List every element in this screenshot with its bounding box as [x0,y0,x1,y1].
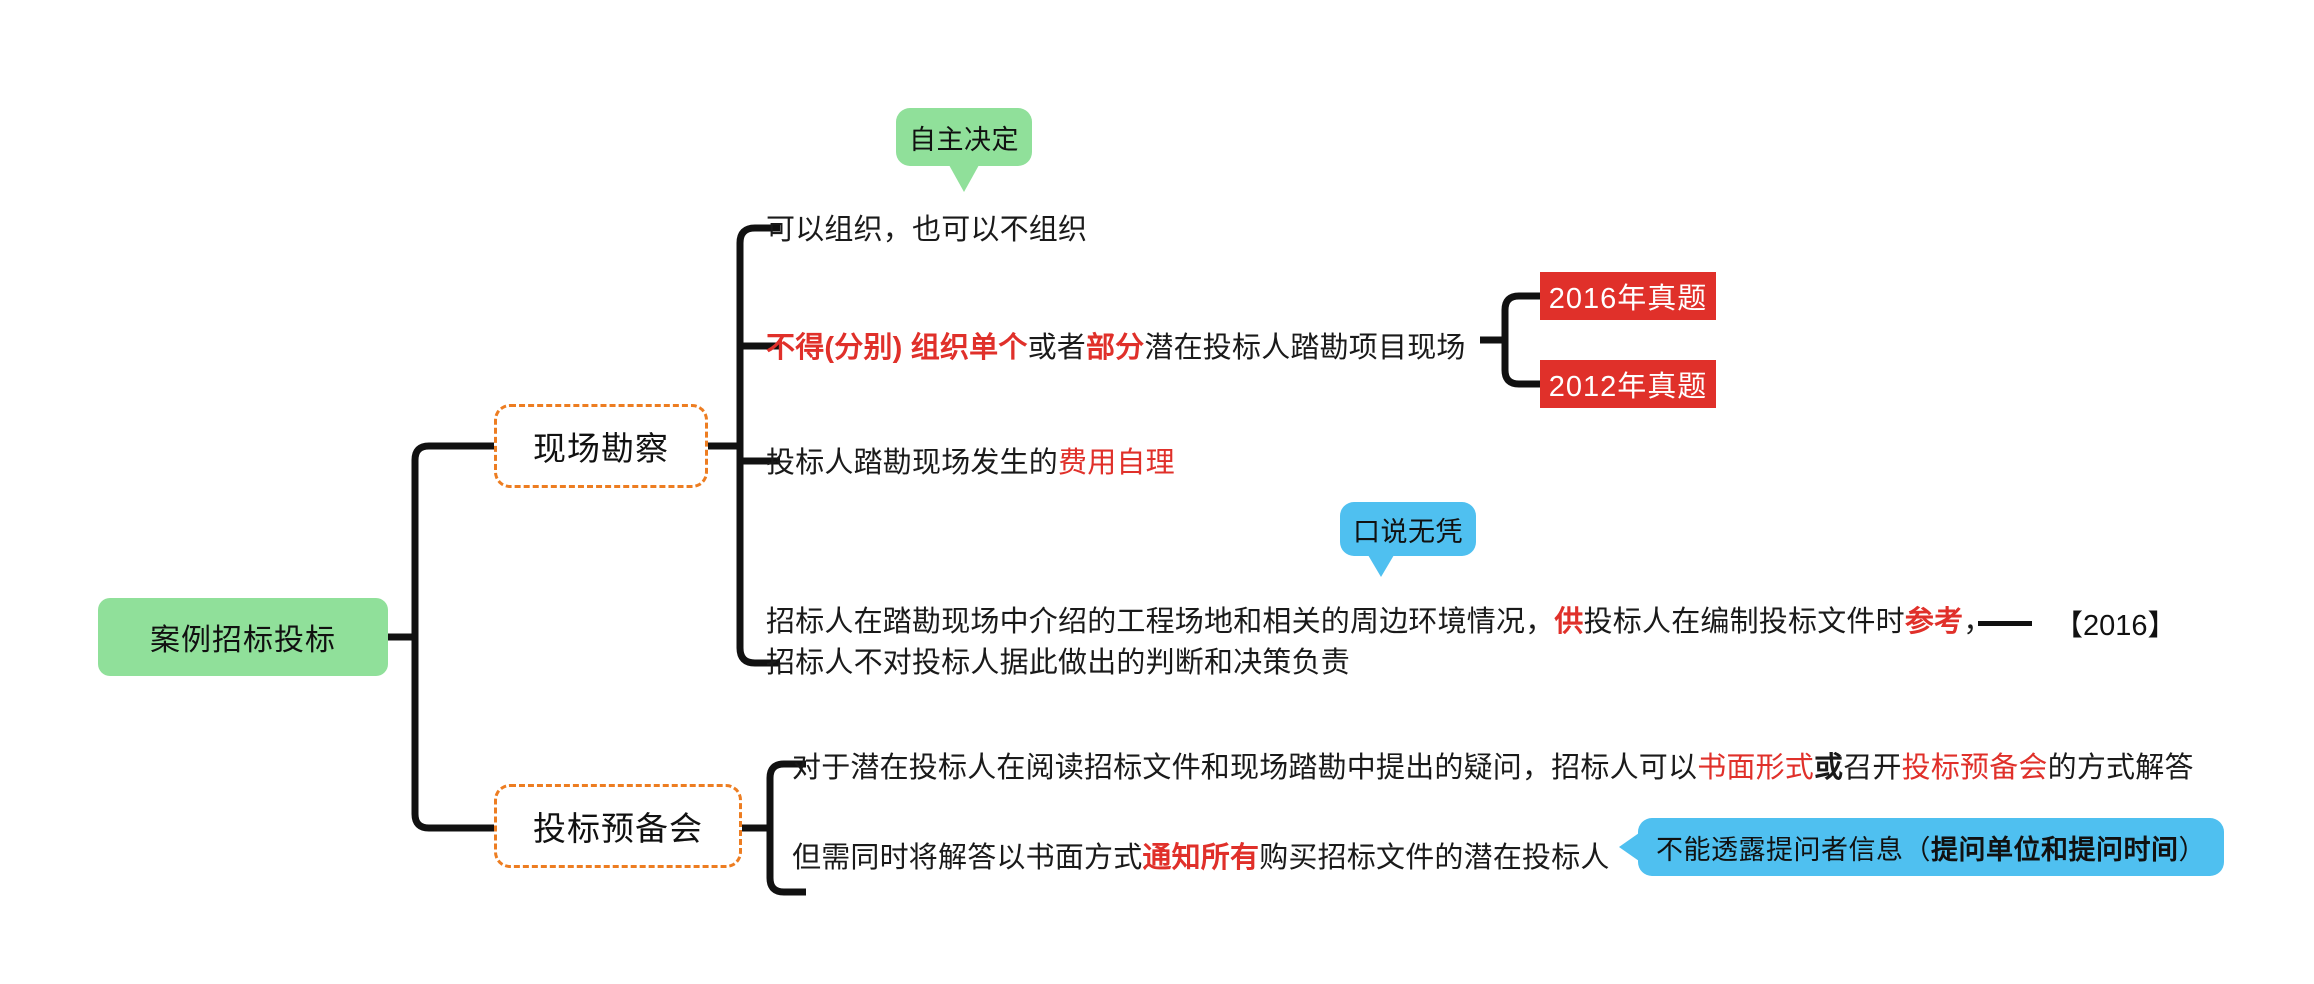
chip-label: 2012年真题 [1548,371,1708,403]
bubble-verbal-no-proof[interactable]: 口说无凭 [1340,502,1476,577]
branch-node-site-survey[interactable]: 现场勘察 [494,404,708,488]
bubble-label: 自主决定 [909,124,1019,155]
topic-no-separate-survey[interactable]: 不得(分别) 组织单个或者部分潜在投标人踏勘项目现场 [766,328,1466,369]
bubble-label-tail: ） [2178,834,2206,865]
topic-notify-all[interactable]: 但需同时将解答以书面方式通知所有购买招标文件的潜在投标人 [792,838,1610,879]
topic-text-emphasis: 投标预备会 [1901,752,2048,784]
topic-text: 招标人不对投标人据此做出的判断和决策负责 [766,647,1351,680]
topic-text-emphasis: 参考 [1904,606,1964,638]
bubble-label: 口说无凭 [1353,516,1463,547]
topic-text-emphasis: 供 [1554,606,1584,638]
annotation-label: 【2016】 [2054,610,2177,642]
bubble-no-disclose[interactable]: 不能透露提问者信息（提问单位和提问时间） [1619,818,2224,876]
topic-text: 可以组织，也可以不组织 [766,214,1088,246]
annotation-2016: 【2016】 [1978,602,2177,644]
branch-node-site-survey-label: 现场勘察 [533,430,669,467]
topic-text-emphasis: 费用自理 [1058,447,1175,479]
topic-text: 招标人在踏勘现场中介绍的工程场地和相关的周边环境情况， [766,606,1555,638]
topic-text: 或者 [1027,332,1086,364]
topic-text: 召开 [1843,752,1902,784]
annotation-dash [1978,620,2032,626]
bubble-self-decide[interactable]: 自主决定 [896,108,1032,192]
topic-text: 购买招标文件的潜在投标人 [1259,842,1610,874]
topic-line: 招标人不对投标人据此做出的判断和决策负责 [766,643,1992,684]
topic-reference-only[interactable]: 招标人在踏勘现场中介绍的工程场地和相关的周边环境情况，供投标人在编制投标文件时参… [766,602,1992,684]
topic-text: 的方式解答 [2047,752,2194,784]
topic-text: 但需同时将解答以书面方式 [792,842,1143,874]
root-node[interactable]: 案例招标投标 [98,598,388,676]
topic-line: 招标人在踏勘现场中介绍的工程场地和相关的周边环境情况，供投标人在编制投标文件时参… [766,602,1992,643]
topic-text: 投标人在编制投标文件时 [1583,606,1905,638]
root-node-label: 案例招标投标 [150,624,336,657]
chip-exam-year-2012[interactable]: 2012年真题 [1540,360,1716,408]
topic-text-emphasis: 或 [1814,752,1844,784]
topic-text-emphasis: 书面形式 [1697,752,1815,784]
topic-text: 对于潜在投标人在阅读招标文件和现场踏勘中提出的疑问，招标人可以 [792,752,1698,784]
chip-exam-year-2016[interactable]: 2016年真题 [1540,272,1716,320]
topic-cost-self-borne[interactable]: 投标人踏勘现场发生的费用自理 [766,443,1175,484]
topic-organize-optional[interactable]: 可以组织，也可以不组织 [766,210,1087,251]
bubble-label-emphasis: 提问单位和提问时间 [1931,834,2179,865]
branch-node-pre-bid-meeting-label: 投标预备会 [533,810,703,847]
topic-text-emphasis: 不得(分别) 组织单个 [766,332,1028,364]
topic-text-emphasis: 通知所有 [1142,842,1260,874]
topic-text: 潜在投标人踏勘项目现场 [1144,332,1466,364]
chip-label: 2016年真题 [1548,283,1708,315]
branch-node-pre-bid-meeting[interactable]: 投标预备会 [494,784,742,868]
bubble-label: 不能透露提问者信息（ [1656,834,1931,865]
topic-answer-methods[interactable]: 对于潜在投标人在阅读招标文件和现场踏勘中提出的疑问，招标人可以书面形式或召开投标… [792,748,2194,789]
topic-text-emphasis: 部分 [1085,332,1145,364]
topic-text: 投标人踏勘现场发生的 [766,447,1059,479]
